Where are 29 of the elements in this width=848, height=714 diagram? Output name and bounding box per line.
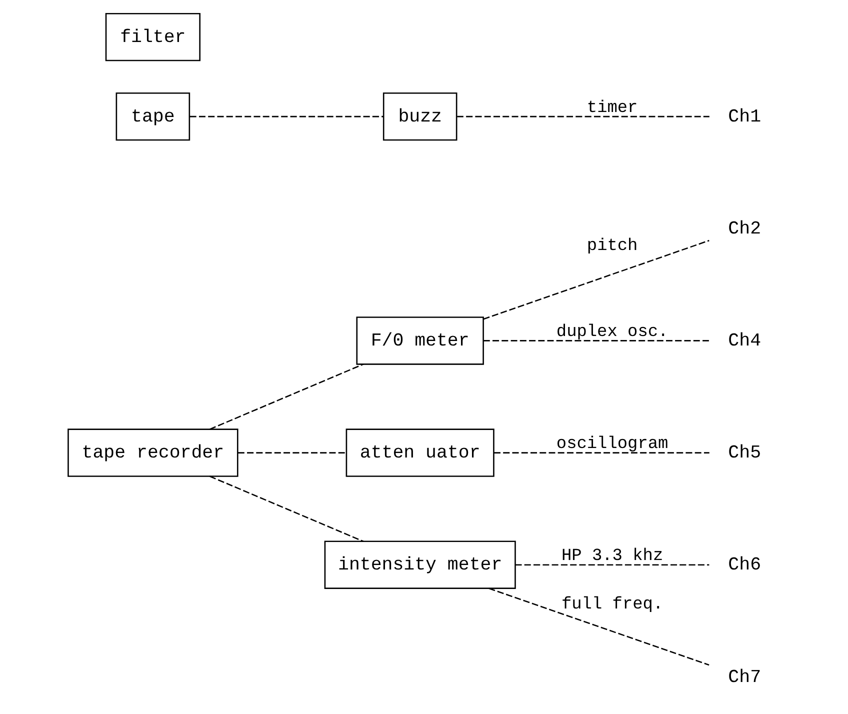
- node-text: Ch7: [728, 668, 762, 688]
- edge-label: timer: [586, 98, 638, 118]
- node-box: F/0 meter: [356, 316, 484, 365]
- connector: [238, 452, 346, 454]
- node-box: atten uator: [346, 428, 494, 477]
- connector: [209, 364, 364, 430]
- node-box: filter: [105, 12, 200, 62]
- node-box: tape recorder: [68, 428, 238, 477]
- edge-label: oscillogram: [556, 435, 668, 454]
- node-box: tape: [116, 92, 190, 141]
- node-box: buzz: [382, 92, 458, 141]
- node-text: Ch1: [728, 107, 762, 128]
- connector: [494, 452, 710, 454]
- connector: [515, 564, 710, 566]
- edge-label: duplex osc.: [556, 323, 668, 342]
- node-text: Ch6: [728, 556, 762, 576]
- node-box: intensity meter: [324, 540, 516, 589]
- edge-label: pitch: [586, 237, 638, 256]
- connector: [457, 116, 710, 118]
- connector: [483, 340, 710, 342]
- node-text: Ch2: [728, 219, 762, 240]
- connector: [209, 476, 364, 542]
- connector: [488, 588, 710, 666]
- node-text: Ch4: [728, 332, 762, 352]
- node-text: Ch5: [728, 444, 762, 464]
- edge-label: full freq.: [561, 595, 664, 614]
- edge-label: HP 3.3 khz: [561, 547, 664, 566]
- connector: [483, 240, 710, 320]
- connector: [190, 116, 384, 118]
